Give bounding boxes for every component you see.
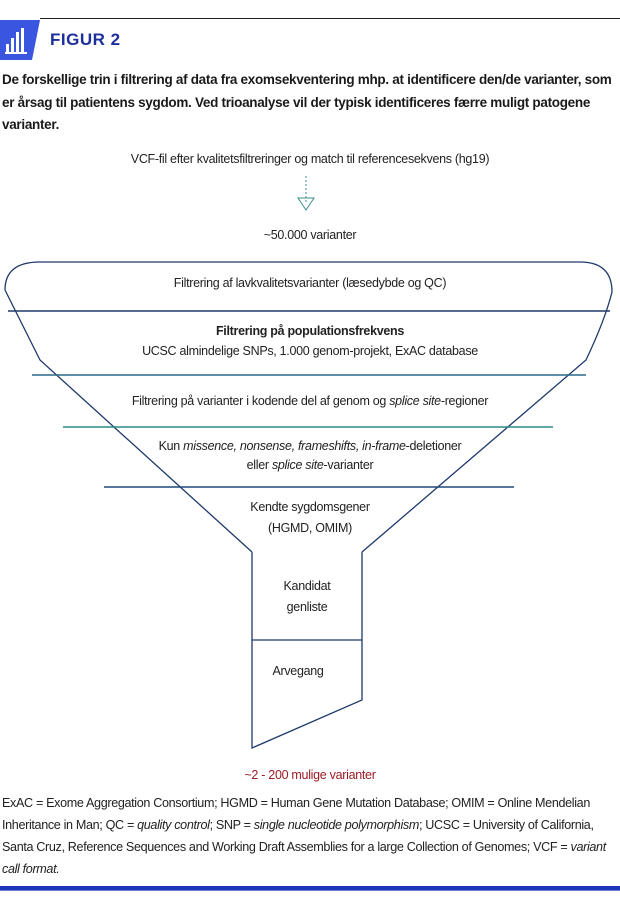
- top-rule: [40, 18, 620, 19]
- stage-4-text2-end: -varianter: [323, 458, 374, 472]
- footnote-text: ExAC = Exome Aggregation Consortium; HGM…: [2, 796, 590, 832]
- footnote-text: ; UCSC = University of California, Santa…: [2, 818, 594, 854]
- funnel-outline: [4, 261, 613, 553]
- stage-5-title: Kendte sygdomsgener: [250, 500, 370, 514]
- footnote: ExAC = Exome Aggregation Consortium; HGM…: [2, 792, 614, 880]
- stage-3-text-end: -regioner: [440, 394, 489, 408]
- stage-6-line2: genliste: [286, 600, 328, 614]
- stage-3: Filtrering på varianter i kodende del af…: [0, 392, 620, 410]
- footnote-italic: quality control: [137, 818, 210, 832]
- stage-6-line1: Kandidat: [283, 579, 331, 593]
- stage-4-italic2: splice site: [271, 458, 324, 472]
- stage-5-detail: (HGMD, OMIM): [268, 521, 352, 535]
- stage-7: Arvegang: [272, 664, 324, 678]
- stage-3-italic: splice site: [389, 394, 441, 408]
- down-arrow-icon: [297, 176, 315, 211]
- stage-4-italic: missence, nonsense, frameshifts, in-fram…: [183, 439, 406, 453]
- stage-3-text: Filtrering på varianter i kodende del af…: [131, 394, 390, 408]
- footnote-italic: variant call format.: [2, 840, 606, 876]
- stage-4-text: Kun: [158, 439, 184, 453]
- stage-2-title: Filtrering på populationsfrekvens: [215, 324, 405, 338]
- stage-1: Filtrering af lavkvalitetsvarianter (læs…: [173, 276, 447, 290]
- stage-2-detail: UCSC almindelige SNPs, 1.000 genom-proje…: [142, 344, 478, 358]
- funnel-spout: [251, 552, 363, 749]
- footnote-text: ; SNP =: [209, 818, 254, 832]
- stage-4-line2: eller splice site-varianter: [0, 456, 620, 474]
- end-count: ~2 - 200 mulige varianter: [244, 768, 376, 782]
- filter-funnel: [4, 176, 613, 749]
- stage-4-text2: eller: [246, 458, 272, 472]
- bar-chart-icon: [0, 20, 40, 60]
- stage-4-text-end: -deletioner: [405, 439, 462, 453]
- footnote-italic: single nucleotide polymorphism: [253, 818, 420, 832]
- start-count: ~50.000 varianter: [263, 228, 357, 242]
- bottom-rule: [0, 886, 620, 891]
- stage-4-line1: Kun missence, nonsense, frameshifts, in-…: [0, 437, 620, 455]
- figure-label: FIGUR 2: [50, 30, 121, 49]
- figure-caption: De forskellige trin i filtrering af data…: [2, 72, 612, 132]
- input-label: VCF-fil efter kvalitetsfiltreringer og m…: [130, 152, 490, 166]
